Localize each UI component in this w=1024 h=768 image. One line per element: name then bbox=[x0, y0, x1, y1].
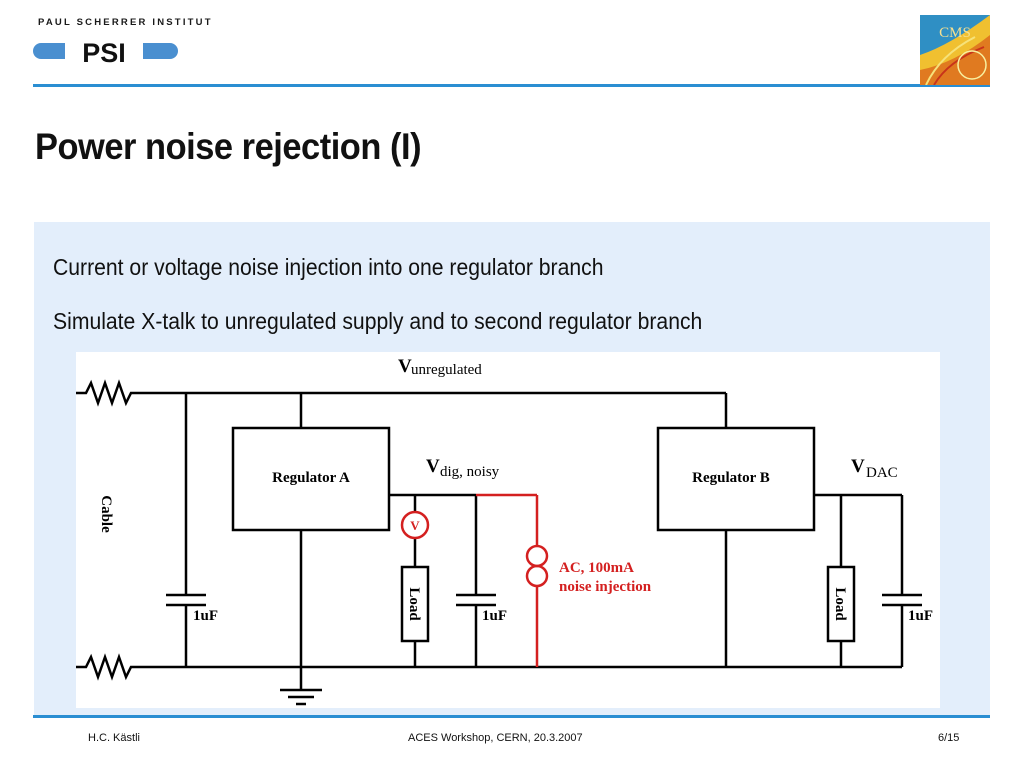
bullet-point: Current or voltage noise injection into … bbox=[53, 254, 604, 280]
cms-wordmark: CMS bbox=[939, 25, 971, 41]
noise-injection-path bbox=[400, 493, 549, 667]
label-regulator-a: Regulator A bbox=[272, 470, 350, 486]
footer-page-number: 6/15 bbox=[938, 732, 960, 744]
regulator-b-box bbox=[656, 426, 816, 532]
label-cap-2: 1uF bbox=[482, 608, 507, 624]
label-injection-1: AC, 100mA bbox=[559, 560, 634, 576]
footer-author: H.C. Kästli bbox=[88, 732, 140, 744]
footer-event: ACES Workshop, CERN, 20.3.2007 bbox=[408, 732, 583, 744]
label-load-a: Load bbox=[406, 587, 422, 621]
label-v-dig-sub: dig, noisy bbox=[440, 464, 500, 480]
load-a-box bbox=[400, 565, 430, 643]
label-v-unregulated-sub: unregulated bbox=[411, 362, 482, 378]
label-cap-1: 1uF bbox=[193, 608, 218, 624]
circuit-wires bbox=[76, 379, 922, 706]
regulator-a-box bbox=[231, 426, 391, 532]
voltmeter-symbol bbox=[400, 510, 430, 540]
load-b-box bbox=[826, 565, 856, 643]
psi-logo: PSI bbox=[33, 38, 178, 65]
label-v-unregulated-main: V bbox=[398, 356, 412, 377]
circuit-diagram: V unregulated V dig, noisy V DAC Regulat… bbox=[76, 352, 940, 708]
label-cable: Cable bbox=[98, 495, 114, 533]
label-v-dac-sub: DAC bbox=[866, 465, 898, 481]
label-voltmeter: V bbox=[410, 518, 420, 533]
label-cap-3: 1uF bbox=[908, 608, 933, 624]
cms-logo: CMS bbox=[920, 15, 990, 85]
slide-title: Power noise rejection (I) bbox=[35, 126, 422, 167]
bullet-point: Simulate X-talk to unregulated supply an… bbox=[53, 308, 703, 334]
label-regulator-b: Regulator B bbox=[692, 470, 770, 486]
header-divider bbox=[33, 84, 990, 87]
label-load-b: Load bbox=[832, 587, 848, 621]
footer-divider bbox=[33, 715, 990, 718]
psi-wordmark: PSI bbox=[82, 38, 126, 65]
label-v-dac-main: V bbox=[851, 456, 865, 477]
label-injection-2: noise injection bbox=[559, 579, 652, 595]
logo-caption: PAUL SCHERRER INSTITUT bbox=[38, 17, 213, 28]
label-v-dig-main: V bbox=[426, 456, 440, 477]
